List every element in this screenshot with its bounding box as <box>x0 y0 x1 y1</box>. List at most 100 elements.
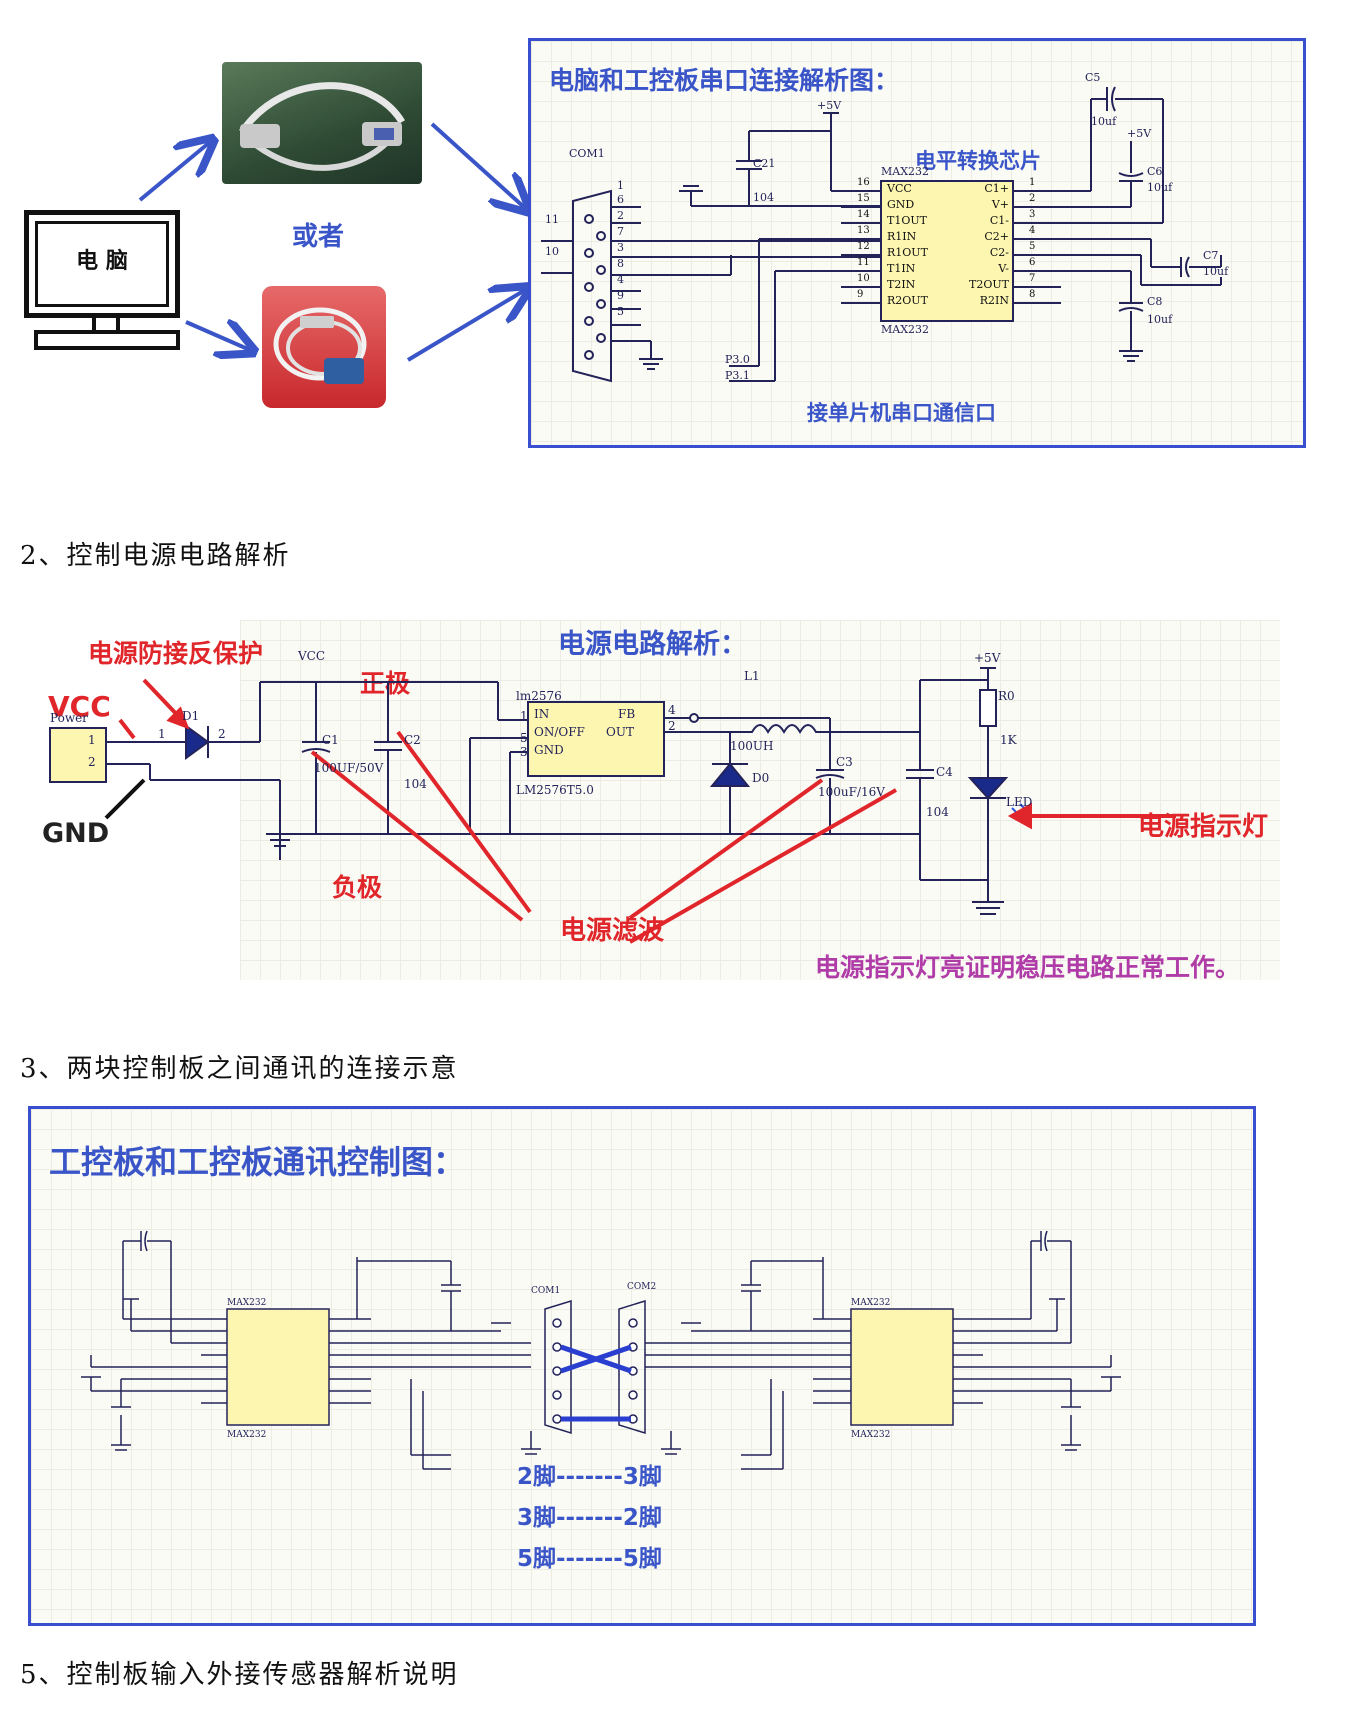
svg-text:1K: 1K <box>1000 733 1018 747</box>
computer-icon: 电 脑 <box>24 210 180 318</box>
svg-text:9: 9 <box>617 289 624 302</box>
computer-label: 电 脑 <box>76 249 128 274</box>
svg-text:FB: FB <box>618 707 635 721</box>
svg-text:IN: IN <box>534 707 549 721</box>
svg-text:5: 5 <box>520 731 528 745</box>
svg-text:100uF/16V: 100uF/16V <box>818 785 885 799</box>
svg-text:L1: L1 <box>744 669 760 683</box>
serial-schematic-title: 电脑和工控板串口连接解析图： <box>549 66 900 95</box>
svg-text:11: 11 <box>545 213 559 226</box>
svg-text:lm2576: lm2576 <box>516 689 562 703</box>
svg-text:C21: C21 <box>753 157 775 170</box>
svg-text:C4: C4 <box>936 765 953 779</box>
svg-text:100UF/50V: 100UF/50V <box>314 761 384 775</box>
svg-text:4: 4 <box>668 703 676 717</box>
or-label: 或者 <box>292 222 345 252</box>
svg-text:C3: C3 <box>836 755 853 769</box>
positive-label: 正极 <box>360 669 411 698</box>
svg-text:COM2: COM2 <box>627 1282 656 1292</box>
svg-text:+5V: +5V <box>974 651 1001 665</box>
svg-text:MAX232: MAX232 <box>881 165 929 178</box>
svg-text:C5: C5 <box>1085 71 1100 84</box>
svg-text:1: 1 <box>88 733 96 747</box>
heading-sensor-input: 5、控制板输入外接传感器解析说明 <box>20 1660 459 1690</box>
board-comm-schematic: COM1 COM2 MAX232 MAX232 MAX232 MAX232 <box>81 1230 1121 1470</box>
svg-text:7: 7 <box>617 225 624 238</box>
negative-label: 负极 <box>332 873 383 902</box>
svg-text:6: 6 <box>617 193 624 206</box>
svg-text:MAX232: MAX232 <box>851 1298 890 1308</box>
pin-map-row: 2脚-------3脚 <box>517 1464 662 1490</box>
svg-text:MAX232: MAX232 <box>227 1298 266 1308</box>
svg-text:100UH: 100UH <box>730 739 773 753</box>
section-computer-serial: 电 脑 或者 电脑和工控板串口连接解析图： 电平转换芯片 接单片 <box>0 0 1348 470</box>
svg-text:OUT: OUT <box>606 725 634 739</box>
vcc-label: VCC <box>48 690 111 723</box>
svg-text:COM1: COM1 <box>531 1286 560 1296</box>
svg-text:D1: D1 <box>182 709 199 723</box>
svg-text:1: 1 <box>158 727 166 741</box>
gnd-label: GND <box>42 818 110 849</box>
svg-text:GND: GND <box>534 743 564 757</box>
svg-text:104: 104 <box>404 777 427 791</box>
heading-board-comm: 3、两块控制板之间通讯的连接示意 <box>20 1054 459 1084</box>
chip-label: 电平转换芯片 <box>915 149 1041 173</box>
svg-text:10uf: 10uf <box>1091 115 1117 128</box>
svg-text:104: 104 <box>753 191 774 204</box>
svg-text:MAX232: MAX232 <box>881 323 929 336</box>
svg-text:2: 2 <box>218 727 226 741</box>
svg-text:+5V: +5V <box>1127 127 1152 140</box>
svg-text:2: 2 <box>617 209 624 222</box>
reverse-protect-label: 电源防接反保护 <box>88 639 264 668</box>
svg-text:C7: C7 <box>1203 249 1218 262</box>
svg-text:R0: R0 <box>998 689 1015 703</box>
svg-text:104: 104 <box>926 805 949 819</box>
svg-text:10: 10 <box>545 245 559 258</box>
flow-arrows <box>138 122 540 362</box>
svg-text:10uf: 10uf <box>1147 313 1173 326</box>
pin-map-row: 3脚-------2脚 <box>517 1505 662 1531</box>
svg-text:VCC: VCC <box>297 649 325 663</box>
svg-text:1: 1 <box>520 709 528 723</box>
mcu-label: 接单片机串口通信口 <box>807 401 996 425</box>
board-comm-frame: 工控板和工控板通讯控制图： <box>28 1106 1256 1626</box>
svg-text:10uf: 10uf <box>1147 181 1173 194</box>
power-title: 电源电路解析： <box>558 629 747 660</box>
svg-text:LM2576T5.0: LM2576T5.0 <box>516 783 594 797</box>
svg-text:10uf: 10uf <box>1203 265 1229 278</box>
svg-text:2: 2 <box>88 755 96 769</box>
svg-text:2: 2 <box>668 719 676 733</box>
svg-text:C1: C1 <box>322 733 339 747</box>
usb-serial-cable-photo <box>262 286 386 408</box>
svg-text:1: 1 <box>617 179 624 192</box>
svg-text:LED: LED <box>1006 795 1032 809</box>
svg-text:C2: C2 <box>404 733 421 747</box>
svg-text:5: 5 <box>617 305 624 318</box>
svg-text:MAX232: MAX232 <box>227 1430 266 1440</box>
svg-text:D0: D0 <box>752 771 769 785</box>
svg-text:3: 3 <box>520 745 528 759</box>
svg-text:4: 4 <box>617 273 624 286</box>
svg-text:3: 3 <box>617 241 624 254</box>
svg-text:C8: C8 <box>1147 295 1162 308</box>
serial-schematic-frame: 电脑和工控板串口连接解析图： 电平转换芯片 接单片机串口通信口 <box>528 38 1306 448</box>
svg-text:8: 8 <box>617 257 624 270</box>
svg-text:P3.1: P3.1 <box>725 369 750 382</box>
pin-map-row: 5脚-------5脚 <box>517 1546 662 1572</box>
pin-map: 2脚-------3脚 3脚-------2脚 5脚-------5脚 <box>517 1457 662 1580</box>
indicator-note: 电源指示灯亮证明稳压电路正常工作。 <box>815 953 1241 982</box>
svg-text:C6: C6 <box>1147 165 1162 178</box>
section-power-circuit: 电源电路解析： 电源防接反保护 正极 VCC 负极 电源滤波 电源指示灯 GND… <box>40 620 1310 990</box>
svg-text:+5V: +5V <box>817 99 842 112</box>
svg-text:ON/OFF: ON/OFF <box>534 725 585 739</box>
heading-power-circuit: 2、控制电源电路解析 <box>20 541 291 571</box>
svg-text:P3.0: P3.0 <box>725 353 750 366</box>
serial-cable-photo <box>222 62 422 184</box>
svg-text:MAX232: MAX232 <box>851 1430 890 1440</box>
com1-label: COM1 <box>569 147 605 160</box>
